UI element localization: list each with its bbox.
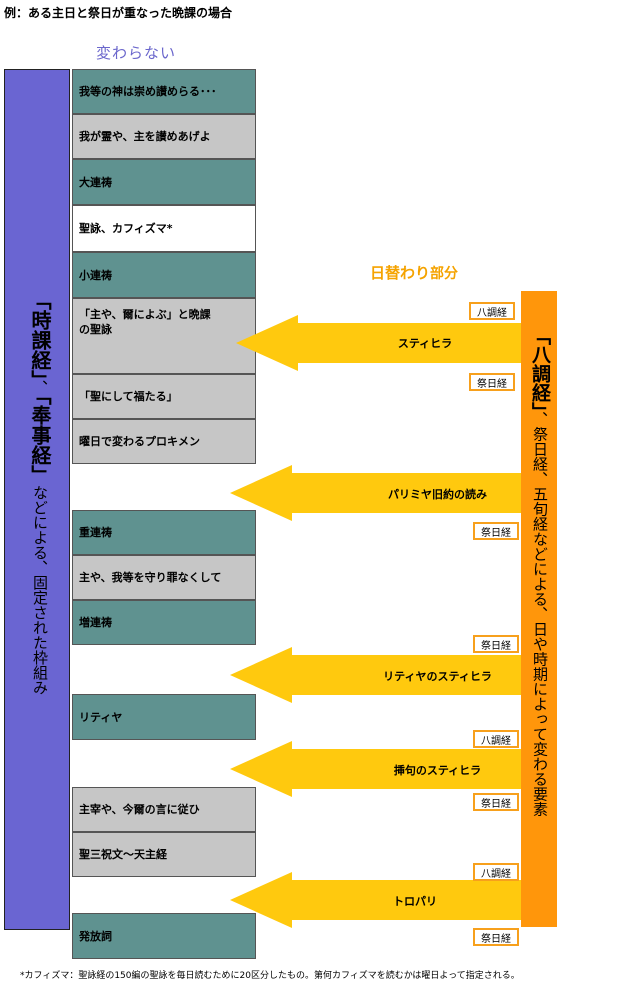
octoechos-tag: 八調経 — [473, 863, 519, 881]
service-row: リティヤ — [72, 694, 256, 740]
arrow-shape — [230, 872, 521, 928]
arrow-label: パリミヤ旧約の読み — [388, 488, 487, 501]
octoechos-tag: 八調経 — [469, 302, 515, 320]
fixed-framework-quote2: 「奉事経」 — [28, 395, 52, 485]
service-row: 曜日で変わるプロキメン — [72, 419, 256, 464]
service-row: 聖三祝文～天主経 — [72, 832, 256, 877]
variable-label-main: 日替わり — [370, 264, 431, 282]
footnote: *カフィズマ：聖詠経の150編の聖詠を毎日読むために20区分したもの。第何カフィ… — [20, 971, 520, 981]
arrow-label: リティヤのスティヒラ — [383, 670, 492, 683]
service-row: 増連祷 — [72, 600, 256, 645]
service-row: 我等の神は崇め讃めらる･･･ — [72, 69, 256, 114]
service-row: 聖詠、カフィズマ* — [72, 205, 256, 252]
variable-elements-quote: 「八調経」 — [529, 326, 551, 412]
arrow-label: 挿句のスティヒラ — [393, 764, 482, 777]
service-row: 発放詞 — [72, 913, 256, 959]
arrow-shape — [230, 741, 521, 797]
arrow-label: トロパリ — [393, 895, 437, 908]
variable-label: 日替わり部分 — [370, 262, 458, 283]
menaion-tag: 祭日経 — [473, 793, 519, 811]
arrow-shape — [236, 315, 521, 371]
variable-elements-rest: 、祭日経、五旬経などによる、日や時期によって変わる要素 — [531, 411, 549, 817]
service-row: 主や、我等を守り罪なくして — [72, 555, 256, 600]
fixed-framework-sep: 、 — [31, 380, 49, 395]
menaion-tag: 祭日経 — [473, 928, 519, 946]
fixed-framework-rest: などによる、固定された枠組み — [31, 485, 49, 695]
variable-label-sub: 部分 — [430, 266, 459, 282]
page-title: 例：ある主日と祭日が重なった晩課の場合 — [4, 6, 233, 20]
variable-elements-text: 「八調経」、祭日経、五旬経などによる、日や時期によって変わる要素 — [525, 326, 555, 916]
menaion-tag: 祭日経 — [473, 635, 519, 653]
fixed-framework-text: 「時課経」、「奉事経」などによる、固定された枠組み — [22, 290, 56, 890]
service-row: 「聖にして福たる」 — [72, 374, 256, 419]
fixed-label: 変わらない — [96, 44, 177, 62]
menaion-tag: 祭日経 — [473, 522, 519, 540]
fixed-framework-quote1: 「時課経」 — [28, 290, 52, 380]
fixed-framework-bar — [4, 69, 70, 930]
service-row: 主宰や、今爾の言に従ひ — [72, 787, 256, 832]
arrow-shape — [230, 647, 521, 703]
variable-elements-bar — [521, 291, 557, 927]
service-row: 小連祷 — [72, 252, 256, 298]
service-row: 我が霊や、主を讃めあげよ — [72, 114, 256, 159]
service-row: 重連祷 — [72, 510, 256, 555]
arrow-shape — [230, 465, 521, 521]
service-row: 大連祷 — [72, 159, 256, 205]
octoechos-tag: 八調経 — [473, 730, 519, 748]
service-row: 「主や、爾によぶ」と晩課の聖詠 — [72, 298, 256, 374]
menaion-tag: 祭日経 — [469, 373, 515, 391]
arrow-label: スティヒラ — [397, 337, 453, 350]
